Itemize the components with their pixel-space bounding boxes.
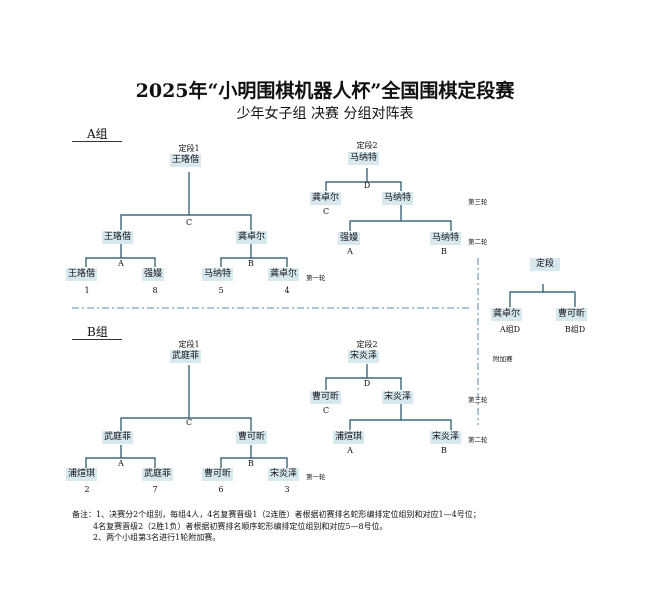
group-b-label: B组 <box>87 325 108 339</box>
extra-source-1: A组D <box>499 325 521 334</box>
a-round2-label: 第二轮 <box>468 238 488 246</box>
a-seed-2: 8 <box>152 286 158 295</box>
b-dingduan2-winner: 宋炎泽 <box>348 350 380 363</box>
a-round3-side-letter: C <box>322 207 330 216</box>
b-match-a-letter: A <box>118 459 124 468</box>
extra-round-label: 附加赛 <box>493 355 513 363</box>
a-round2-letter-b: B <box>441 247 447 256</box>
b-seed-1: 2 <box>84 485 90 494</box>
b-seed-2: 7 <box>152 485 158 494</box>
b-player-1: 浦煊琪 <box>66 468 98 481</box>
page-subtitle: 少年女子组 决赛 分组对阵表 <box>236 106 414 122</box>
b-round2-letter-b: B <box>441 446 447 455</box>
a-player-2: 强嫚 <box>142 268 165 281</box>
a-dingduan2-winner: 马纳特 <box>348 152 380 165</box>
a-match-b-letter: B <box>248 259 254 268</box>
note-line-1: 备注：1、决赛分2个组别，每组4人，4名复赛晋级1（2连胜）者根据初赛排名蛇形编… <box>72 510 481 519</box>
a-round2-player-2: 马纳特 <box>430 232 462 245</box>
b-seed-4: 3 <box>284 485 290 494</box>
b-round2-player-2: 宋炎泽 <box>430 431 462 444</box>
a-bracket2-final-letter: D <box>363 181 371 190</box>
b-round3-player-2: 宋炎泽 <box>382 391 414 404</box>
b-dingduan2-label: 定段2 <box>356 340 378 349</box>
a-semi-winner-2: 龚卓尔 <box>236 231 268 244</box>
b-round2-label: 第二轮 <box>468 436 488 444</box>
b-semi-winner-2: 曹可昕 <box>236 431 268 444</box>
b-bracket2-final-letter: D <box>363 379 371 388</box>
notes: 备注：1、决赛分2个组别，每组4人，4名复赛晋级1（2连胜）者根据初赛排名蛇形编… <box>72 509 481 544</box>
a-seed-4: 4 <box>284 286 290 295</box>
a-player-1: 王珞偕 <box>66 268 98 281</box>
a-semi-winner-1: 王珞偕 <box>102 231 134 244</box>
a-seed-1: 1 <box>84 286 90 295</box>
a-seed-3: 5 <box>218 286 224 295</box>
a-round2-letter-a: A <box>347 247 353 256</box>
a-dingduan1-winner: 王珞偕 <box>170 154 202 167</box>
group-a-label: A组 <box>87 127 108 141</box>
extra-player-1: 龚卓尔 <box>491 308 523 321</box>
page-title: 2025年“小明围棋机器人杯”全国围棋定段赛 <box>135 80 515 102</box>
extra-player-2: 曹可昕 <box>556 308 588 321</box>
extra-source-2: B组D <box>564 325 586 334</box>
b-round1-label: 第一轮 <box>306 473 326 481</box>
extra-match-label: 定段 <box>530 258 560 271</box>
b-round2-letter-a: A <box>347 446 353 455</box>
b-match-b-letter: B <box>248 459 254 468</box>
a-match-a-letter: A <box>118 259 124 268</box>
b-player-4: 宋炎泽 <box>268 468 300 481</box>
b-dingduan1-label: 定段1 <box>178 340 200 349</box>
a-player-4: 龚卓尔 <box>268 268 300 281</box>
group-a-underline <box>72 141 122 142</box>
b-dingduan1-winner: 武庭菲 <box>170 350 202 363</box>
b-round3-side-letter: C <box>322 406 330 415</box>
a-dingduan2-label: 定段2 <box>356 141 378 150</box>
a-dingduan1-label: 定段1 <box>178 144 200 153</box>
note-line-2: 4名复赛晋级2（2胜1负）者根据初赛排名顺序蛇形编排定位组别和对应5—8号位。 <box>93 521 388 531</box>
a-round3-player-2: 马纳特 <box>382 192 414 205</box>
b-semi-winner-1: 武庭菲 <box>102 431 134 444</box>
b-player-2: 武庭菲 <box>142 468 174 481</box>
b-round3-label: 第三轮 <box>468 396 488 404</box>
a-final-letter: C <box>185 218 193 227</box>
a-round3-label: 第三轮 <box>468 198 488 206</box>
b-round3-player-1: 曹可昕 <box>310 391 342 404</box>
group-b-underline <box>72 339 122 340</box>
a-round2-player-1: 强嫚 <box>338 232 361 245</box>
a-player-3: 马纳特 <box>202 268 234 281</box>
b-final-letter: C <box>185 418 193 427</box>
note-line-3: 2、两个小组第3名进行1轮附加赛。 <box>93 533 221 542</box>
b-seed-3: 6 <box>218 485 224 494</box>
b-player-3: 曹可昕 <box>202 468 234 481</box>
a-round3-player-1: 龚卓尔 <box>310 192 342 205</box>
b-round2-player-1: 浦煊琪 <box>333 431 365 444</box>
a-round1-label: 第一轮 <box>306 274 326 282</box>
